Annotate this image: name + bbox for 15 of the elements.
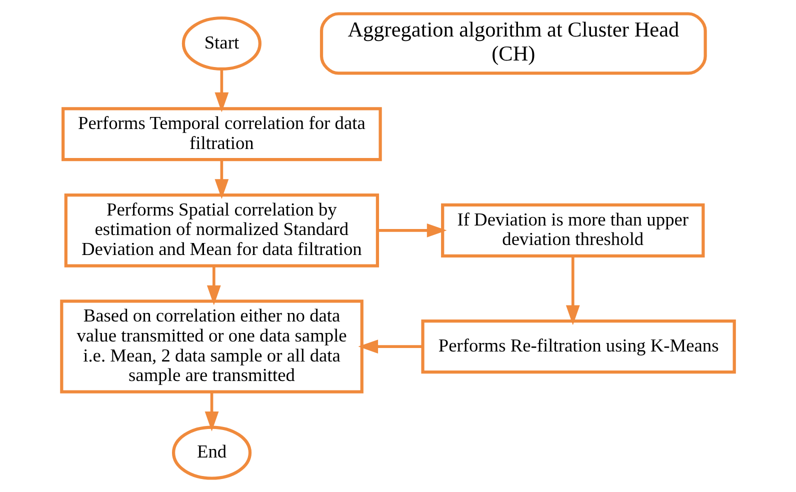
node-box: Aggregation algorithm at Cluster Head (CH) [320,12,707,75]
node-box: Based on correlation either no data value transmitted or one data sample i.e. Mean, 2 data sample or all data sample are transmitted [60,300,364,394]
node-ellipse: Start [182,16,262,71]
node-box: Performs Temporal correlation for data filtration [62,107,382,162]
arrow [214,160,229,200]
arrow [206,266,221,306]
node-box: If Deviation is more than upper deviation threshold [441,203,705,258]
arrow [566,256,580,326]
node-box: Performs Spatial correlation by estimation of normalized Standard Deviation and Mean for data filtration [64,193,380,268]
node-box: Performs Re-filtration using K-Means [421,320,736,374]
node-ellipse: End [172,426,252,480]
arrow [214,69,229,112]
arrow [204,392,219,432]
arrow [378,223,447,238]
arrow [358,340,422,354]
